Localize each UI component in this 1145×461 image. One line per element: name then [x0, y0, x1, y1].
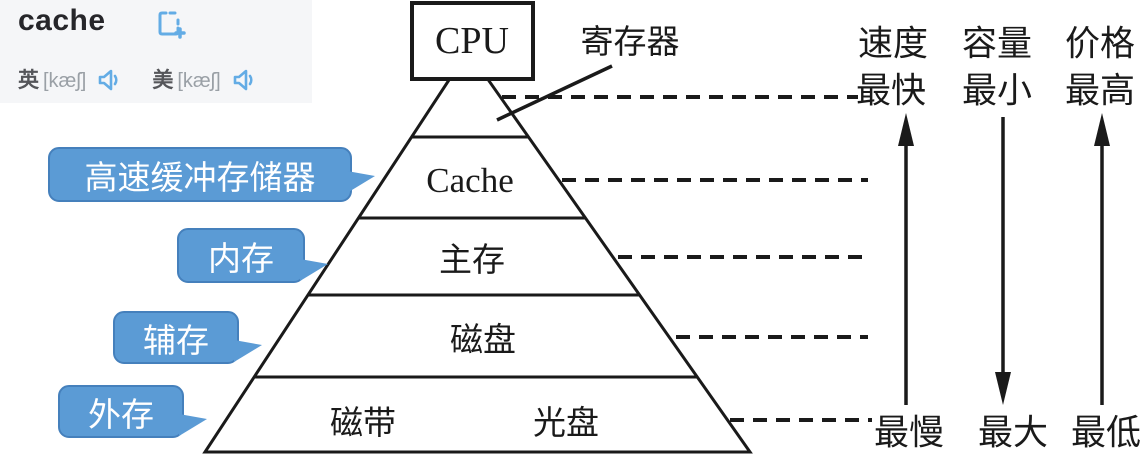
us-speaker-icon[interactable]: [231, 67, 257, 93]
uk-speaker-icon[interactable]: [96, 67, 122, 93]
cache-level-label: Cache: [426, 161, 514, 200]
pyramid-outline: [202, 48, 753, 454]
us-label: 美: [152, 69, 174, 92]
callout-tail: [300, 259, 328, 281]
callout-tail: [179, 414, 207, 436]
speed-column-title: 速度: [857, 24, 929, 64]
uk-phonetic: [kæʃ]: [43, 70, 87, 92]
register-pointer-line: [496, 64, 613, 122]
speed-top-value: 最快: [855, 71, 927, 111]
callout-internal-memory-text: 内存: [208, 239, 274, 277]
callout-secondary-storage-text: 辅存: [143, 321, 209, 359]
optical-disc-label: 光盘: [533, 406, 599, 442]
us-phonetic: [kæʃ]: [177, 70, 221, 92]
pronunciation-row: 英[kæʃ] 美[kæʃ]: [18, 64, 308, 94]
callout-external-storage-text: 外存: [88, 395, 154, 433]
callout-tail: [234, 340, 262, 362]
disk-level-label: 磁盘: [450, 323, 516, 359]
register-label: 寄存器: [580, 25, 680, 61]
capacity-bottom-value: 最大: [977, 413, 1049, 453]
price-column-title: 价格: [1064, 24, 1136, 64]
callout-external-storage: 外存: [58, 385, 207, 438]
cpu-box: [410, 1, 535, 81]
speed-bottom-value: 最慢: [873, 413, 945, 453]
main-memory-level-label: 主存: [439, 243, 505, 279]
capacity-arrow-down: [995, 117, 1011, 405]
price-arrow-up: [1094, 113, 1110, 405]
callout-cache-full-name-text: 高速缓冲存储器: [84, 158, 316, 196]
dictionary-popup: cache 英[kæʃ] 美[kæʃ]: [0, 0, 312, 103]
capacity-top-value: 最小: [961, 71, 1033, 111]
capacity-column-title: 容量: [961, 24, 1033, 64]
dictionary-word: cache: [18, 4, 106, 37]
price-bottom-value: 最低: [1070, 413, 1142, 453]
callout-secondary-storage: 辅存: [113, 311, 262, 364]
price-top-value: 最高: [1064, 71, 1136, 111]
callout-cache-full-name: 高速缓冲存储器: [48, 147, 375, 202]
tape-label: 磁带: [330, 406, 396, 442]
callout-tail: [347, 171, 375, 193]
cpu-label: CPU: [435, 20, 509, 62]
speed-arrow-up: [898, 113, 914, 405]
callout-internal-memory: 内存: [177, 228, 328, 283]
uk-label: 英: [18, 69, 39, 92]
add-to-wordbook-icon[interactable]: [156, 10, 188, 40]
